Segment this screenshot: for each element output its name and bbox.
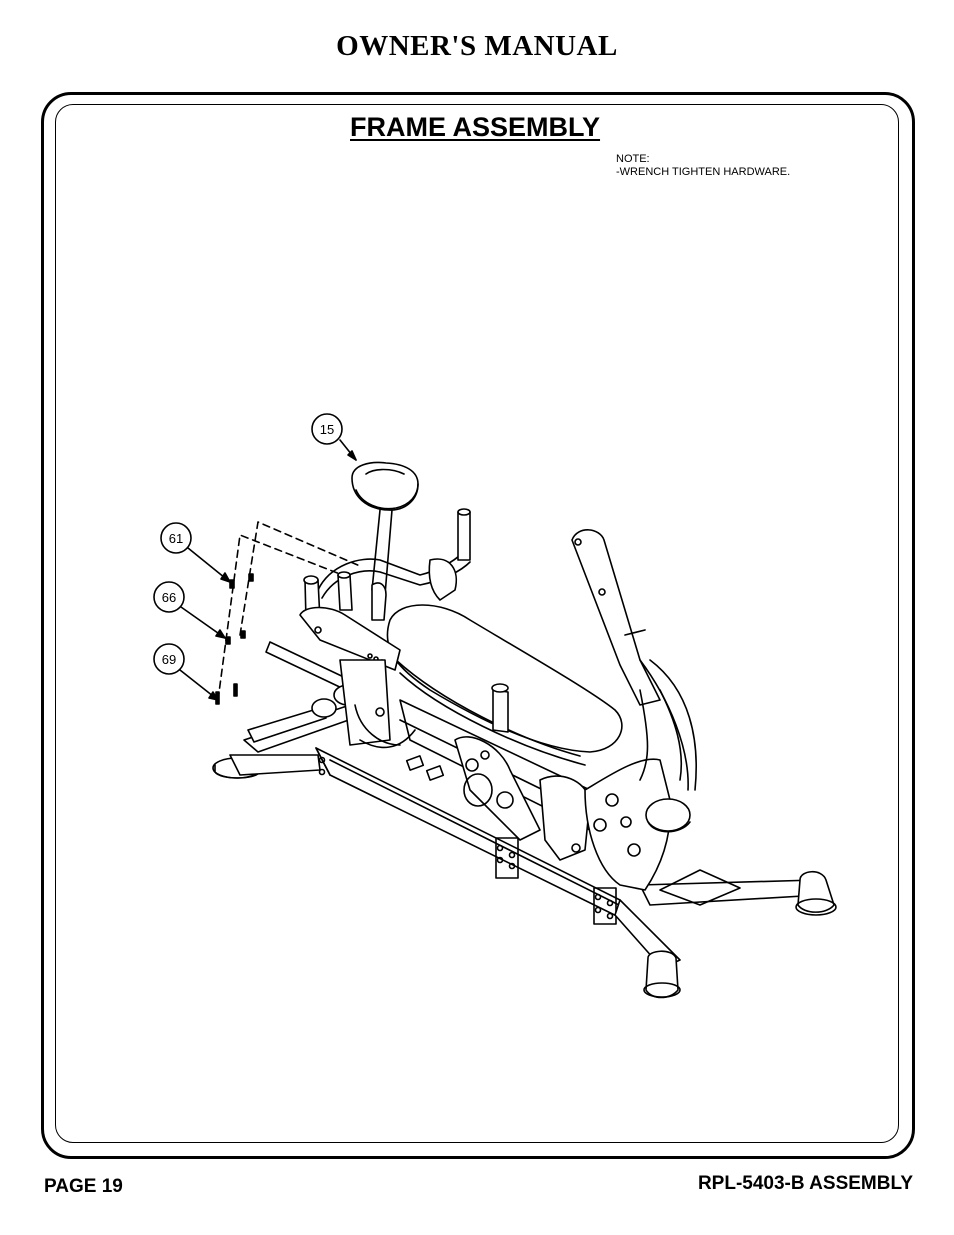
callout-15-label: 15	[320, 422, 334, 437]
page-number: PAGE 19	[44, 1176, 123, 1197]
assembly-note: NOTE: -WRENCH TIGHTEN HARDWARE.	[616, 153, 790, 179]
rear-upright	[571, 529, 697, 791]
front-pivot-plate	[584, 758, 691, 891]
hardware-parts	[215, 573, 254, 705]
section-title: FRAME ASSEMBLY	[350, 112, 601, 142]
foot-roller-bar	[247, 641, 416, 749]
callout-69-label: 69	[162, 652, 176, 667]
callout-66-label: 66	[162, 590, 176, 605]
note-heading: NOTE:	[616, 153, 650, 165]
manual-title: OWNER'S MANUAL	[336, 30, 618, 62]
callout-61-label: 61	[169, 531, 183, 546]
page-border-outer	[41, 92, 915, 1159]
seat-pad	[351, 461, 419, 596]
hardware-guide-lines	[217, 521, 361, 701]
page-border-inner	[55, 104, 899, 1143]
callout-69: 69	[153, 643, 219, 701]
note-text: -WRENCH TIGHTEN HARDWARE.	[616, 166, 791, 178]
front-handle-assembly	[299, 508, 471, 671]
frame-base	[212, 704, 837, 999]
callout-61: 61	[160, 522, 231, 583]
callout-66: 66	[153, 581, 226, 639]
main-pad	[386, 604, 623, 766]
callout-15: 15	[311, 413, 357, 461]
model-assembly-label: RPL-5403-B ASSEMBLY	[697, 1173, 913, 1194]
frame-center	[399, 699, 591, 861]
